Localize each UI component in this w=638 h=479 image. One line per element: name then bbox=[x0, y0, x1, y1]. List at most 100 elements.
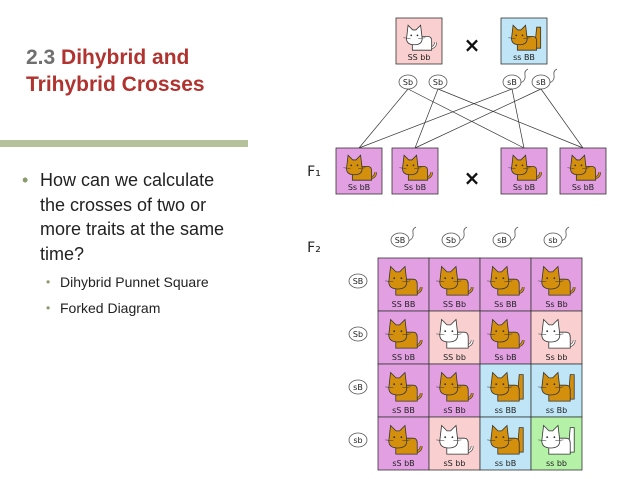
parent-gamete: Sb bbox=[428, 74, 448, 90]
genotype-label: sS Bb bbox=[443, 406, 465, 415]
genotype-label: ss BB bbox=[495, 406, 517, 415]
punnett-cell: SS BB bbox=[377, 257, 430, 312]
gamete-label: sb bbox=[548, 236, 557, 245]
cat-icon bbox=[487, 265, 525, 296]
f2-row-gamete: SB bbox=[348, 273, 368, 289]
genotype-label: SS bb bbox=[408, 53, 431, 62]
sperm-tail-icon bbox=[509, 226, 519, 242]
genotype-label: Ss BB bbox=[494, 300, 517, 309]
cross-line bbox=[358, 88, 513, 149]
cat-icon bbox=[567, 154, 601, 181]
cross-symbol: × bbox=[464, 166, 481, 190]
cat-icon bbox=[538, 265, 576, 296]
slide-title: 2.3 Dihybrid and Trihybrid Crosses bbox=[26, 44, 276, 98]
f1-offspring: Ss bB bbox=[559, 147, 607, 195]
cat-icon bbox=[436, 265, 474, 296]
punnett-cell: ss Bb bbox=[530, 363, 583, 418]
cat-head bbox=[541, 424, 561, 449]
genotype-label: Ss bB bbox=[513, 183, 535, 192]
parent-ss-bb-2: ss BB bbox=[500, 17, 548, 65]
punnett-cell: SS bb bbox=[428, 310, 481, 365]
cat-head bbox=[388, 265, 408, 290]
cat-icon bbox=[508, 24, 542, 51]
f2-row-gamete: Sb bbox=[348, 326, 368, 342]
gamete-circle bbox=[348, 379, 368, 395]
f2-row-gamete: sb bbox=[348, 432, 368, 448]
punnett-cell: SS Bb bbox=[428, 257, 481, 312]
cat-icon bbox=[487, 424, 524, 455]
cross-line bbox=[511, 88, 525, 149]
sperm-tail-icon bbox=[458, 226, 468, 242]
punnett-cell: ss bb bbox=[530, 416, 583, 471]
sub-bullet-text: Dihybrid Punnet Square bbox=[60, 274, 209, 290]
parent-gamete: Sb bbox=[398, 74, 418, 90]
title-text: Dihybrid and Trihybrid Crosses bbox=[26, 46, 205, 96]
cat-head bbox=[511, 24, 528, 46]
cat-icon bbox=[508, 154, 542, 181]
punnett-cell: Ss BB bbox=[479, 257, 532, 312]
genotype-label: ss bb bbox=[546, 459, 567, 468]
sperm-tail-icon bbox=[560, 226, 570, 242]
parent-ss-bb: SS bb bbox=[395, 17, 443, 65]
bullet-main-text: How can we calculate the crosses of two … bbox=[40, 170, 225, 264]
cat-head bbox=[346, 154, 363, 176]
f2-col-gamete: Sb bbox=[441, 226, 468, 248]
genotype-label: SS Bb bbox=[443, 300, 466, 309]
genotype-label: Ss bB bbox=[348, 183, 370, 192]
bullet-dot-icon: • bbox=[22, 170, 29, 190]
genotype-label: sS bB bbox=[392, 459, 414, 468]
sub-bullet-text: Forked Diagram bbox=[60, 300, 161, 316]
gamete-label: sB bbox=[353, 383, 363, 392]
cat-icon bbox=[385, 424, 423, 455]
cat-head bbox=[541, 318, 561, 343]
bullet-main: • How can we calculate the crosses of tw… bbox=[22, 168, 232, 266]
gamete-circle bbox=[348, 432, 368, 448]
gamete-label: Sb bbox=[446, 236, 456, 245]
cat-head bbox=[541, 371, 561, 396]
cat-head bbox=[490, 265, 510, 290]
genotype-label: sS BB bbox=[392, 406, 415, 415]
f1-offspring: Ss bB bbox=[500, 147, 548, 195]
f1-offspring: Ss bB bbox=[391, 147, 439, 195]
cat-icon bbox=[385, 318, 423, 349]
gamete-label: sB bbox=[507, 78, 517, 87]
f2-col-gamete: sB bbox=[492, 226, 519, 248]
cat-head bbox=[402, 154, 419, 176]
cat-icon bbox=[385, 371, 423, 402]
sperm-tail-icon bbox=[548, 68, 558, 84]
punnett-cell: Ss bB bbox=[479, 310, 532, 365]
gamete-label: Sb bbox=[433, 78, 443, 87]
gamete-label: sB bbox=[536, 78, 546, 87]
gamete-label: sB bbox=[497, 236, 507, 245]
cross-line bbox=[414, 88, 542, 149]
cat-head bbox=[439, 265, 459, 290]
punnett-cell: sS bB bbox=[377, 416, 430, 471]
gamete-circle bbox=[348, 326, 368, 342]
cat-head bbox=[511, 154, 528, 176]
cat-icon bbox=[436, 318, 474, 349]
genotype-label: Ss bB bbox=[572, 183, 594, 192]
f1-offspring: Ss bB bbox=[335, 147, 383, 195]
cross-line bbox=[437, 88, 584, 149]
parent-gamete: sB bbox=[531, 68, 558, 90]
cat-icon bbox=[487, 318, 525, 349]
cat-head bbox=[406, 24, 423, 46]
punnett-cell: Ss bb bbox=[530, 310, 583, 365]
f2-col-gamete: sb bbox=[543, 226, 570, 248]
bullet-dot-icon: • bbox=[46, 301, 51, 315]
punnett-cell: Ss Bb bbox=[530, 257, 583, 312]
genotype-label: SS bb bbox=[443, 353, 466, 362]
cat-head bbox=[490, 371, 510, 396]
title-number: 2.3 bbox=[26, 46, 56, 69]
bullet-list: • How can we calculate the crosses of tw… bbox=[22, 168, 232, 318]
gamete-label: Sb bbox=[353, 330, 363, 339]
title-divider bbox=[0, 140, 248, 147]
f2-label: F₂ bbox=[307, 240, 321, 256]
cross-symbol: × bbox=[464, 33, 481, 57]
cat-icon bbox=[436, 371, 474, 402]
gamete-label: Sb bbox=[403, 78, 413, 87]
punnett-cell: sS BB bbox=[377, 363, 430, 418]
gamete-circle bbox=[348, 273, 368, 289]
